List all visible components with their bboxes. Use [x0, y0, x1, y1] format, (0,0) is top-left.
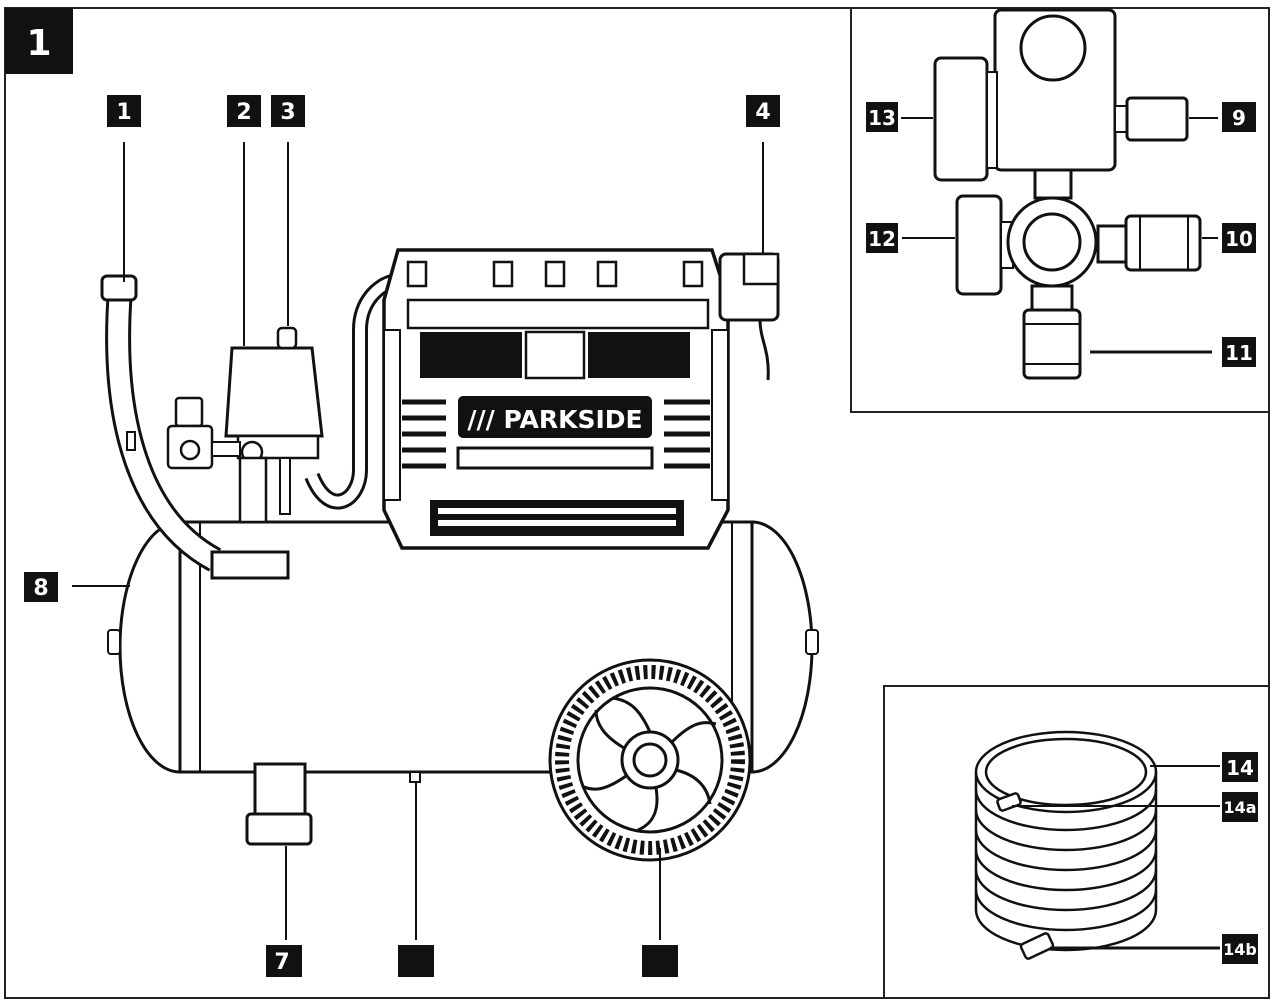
label-wheel-blank — [642, 945, 678, 977]
svg-text:14a: 14a — [1223, 798, 1256, 817]
svg-text:12: 12 — [868, 227, 896, 251]
handle — [100, 274, 290, 580]
svg-text:10: 10 — [1225, 227, 1253, 251]
svg-text:14: 14 — [1226, 756, 1254, 780]
power-cable — [718, 252, 780, 381]
motor-housing: /// PARKSIDE — [382, 248, 730, 550]
label-4: 4 — [746, 95, 780, 127]
pressure-switch — [224, 326, 324, 524]
wheel — [548, 658, 752, 862]
label-2: 2 — [227, 95, 261, 127]
label-11: 11 — [1222, 337, 1256, 367]
label-drain-blank — [398, 945, 434, 977]
leader-lines — [72, 142, 764, 940]
label-9: 9 — [1222, 102, 1256, 132]
label-10: 10 — [1222, 223, 1256, 253]
figure-number-tab: 1 — [5, 8, 73, 74]
inset-coiled-hose: 14 14a 14b — [883, 685, 1270, 999]
svg-text:2: 2 — [236, 100, 251, 125]
outer-frame — [4, 7, 1270, 999]
svg-text:1: 1 — [116, 100, 131, 125]
svg-text:7: 7 — [274, 950, 289, 975]
label-14b: 14b — [1222, 934, 1258, 964]
svg-text:11: 11 — [1225, 341, 1253, 365]
label-12: 12 — [866, 223, 898, 253]
label-14a: 14a — [1222, 792, 1258, 822]
svg-text:14b: 14b — [1223, 940, 1257, 959]
svg-text:4: 4 — [755, 100, 770, 125]
svg-text:9: 9 — [1232, 106, 1246, 130]
inset-valve-block: 13 9 12 10 11 — [850, 7, 1270, 413]
label-1: 1 — [107, 95, 141, 127]
label-8: 8 — [24, 572, 58, 602]
svg-text:13: 13 — [868, 106, 896, 130]
label-3: 3 — [271, 95, 305, 127]
regulator — [166, 396, 241, 470]
label-14: 14 — [1222, 752, 1258, 782]
coiled-hose — [974, 730, 1158, 952]
label-13: 13 — [866, 102, 898, 132]
svg-text:8: 8 — [33, 576, 48, 601]
air-pipe — [304, 274, 395, 510]
figure-number: 1 — [26, 23, 51, 64]
brand-logo: /// PARKSIDE — [467, 405, 642, 434]
compressor: /// PARKSIDE — [24, 95, 819, 977]
label-7: 7 — [266, 945, 302, 977]
svg-text:3: 3 — [280, 100, 295, 125]
